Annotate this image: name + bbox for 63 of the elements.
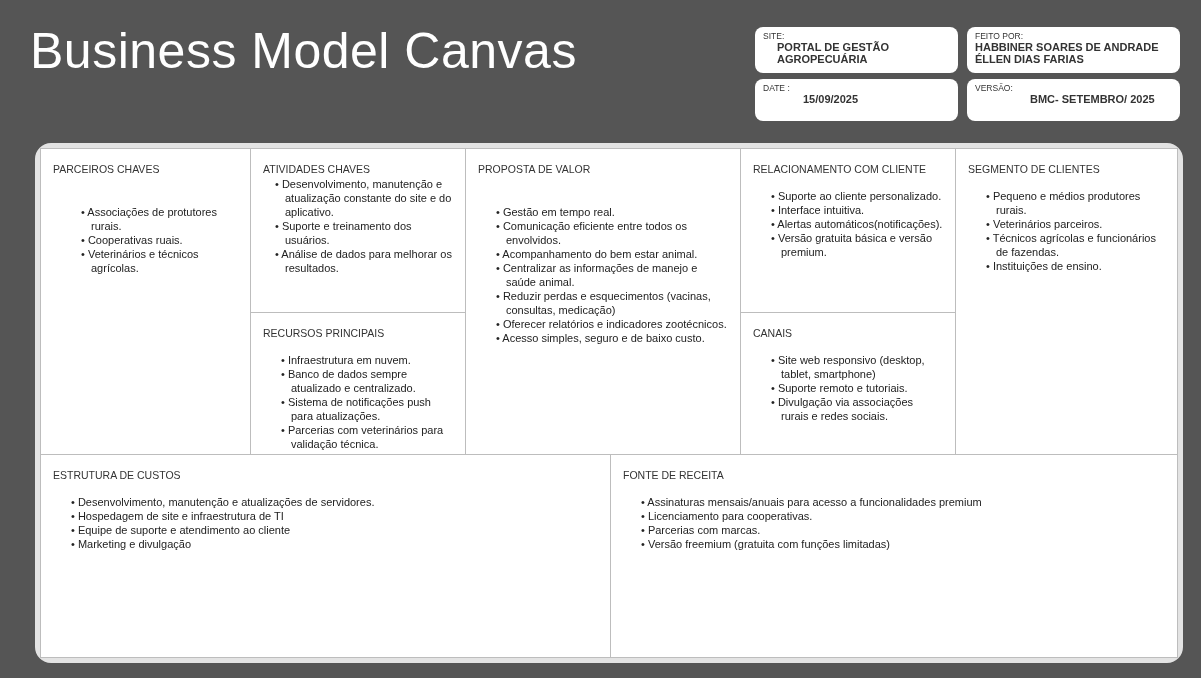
list-item: • Site web responsivo (desktop, tablet, smartphone) [771, 353, 926, 381]
info-card [967, 27, 1180, 73]
canvas-section [40, 148, 251, 455]
canvas-section [610, 454, 1178, 658]
info-card [967, 79, 1180, 121]
list-item: • Pequeno e médios produtores rurais. [986, 189, 1142, 217]
list-item: • Associações de protutores rurais. [81, 205, 218, 233]
list-item: • Parcerias com veterinários para validação técnica. [281, 423, 445, 451]
info-card [755, 27, 958, 73]
list-item: • Suporte remoto e tutoriais. [771, 381, 909, 395]
list-item: • Sistema de notificações push para atualizações. [281, 395, 432, 423]
list-item: • Versão freemium (gratuita com funções limitadas) [641, 537, 891, 551]
list-item: • Infraestrutura em nuvem. [281, 353, 412, 367]
list-item: • Interface intuitiva. [771, 203, 866, 217]
list-item: • Marketing e divulgação [71, 537, 193, 551]
list-item: • Assinaturas mensais/anuais para acesso a funcionalidades premium [641, 495, 983, 509]
list-item: • Instituições de ensino. [986, 259, 1103, 273]
list-item: • Oferecer relatórios e indicadores zootécnicos. [496, 317, 728, 331]
canvas-section [40, 454, 611, 658]
list-item: • Hospedagem de site e infraestrutura de TI [71, 509, 285, 523]
list-item: • Suporte ao cliente personalizado. [771, 189, 943, 203]
section-heading: ATIVIDADES CHAVES [263, 163, 370, 175]
list-item: • Análise de dados para melhorar os resultados. [275, 247, 453, 275]
field-label: DATE : [763, 83, 791, 93]
field-value: PORTAL DE GESTÃO AGROPECUÁRIA [776, 41, 891, 65]
list-item: • Equipe de suporte e atendimento ao cliente [71, 523, 292, 537]
list-item: • Técnicos agrícolas e funcionários de fazendas. [986, 231, 1157, 259]
list-item: • Veterinários parceiros. [986, 217, 1104, 231]
list-item: • Veterinários e técnicos agrícolas. [81, 247, 200, 275]
field-value: HABBINER SOARES DE ANDRADE [975, 41, 1160, 53]
list-item: • Versão gratuita básica e versão premium. [771, 231, 933, 259]
field-label: SITE: [763, 31, 786, 41]
list-item: • Comunicação eficiente entre todos os envolvidos. [496, 219, 688, 247]
list-item: • Banco de dados sempre atualizado e centralizado. [281, 367, 417, 395]
list-item: • Divulgação via associações rurais e redes sociais. [771, 395, 915, 423]
section-heading: RECURSOS PRINCIPAIS [263, 327, 385, 339]
section-heading: PROPOSTA DE VALOR [478, 163, 591, 175]
list-item: • Reduzir perdas e esquecimentos (vacinas, consultas, medicação) [496, 289, 712, 317]
list-item: • Acesso simples, seguro e de baixo custo. [496, 331, 706, 345]
field-value: BMC- SETEMBRO/ 2025 [1029, 93, 1156, 105]
field-value: 15/09/2025 [802, 93, 860, 105]
section-heading: CANAIS [753, 327, 793, 339]
section-heading: PARCEIROS CHAVES [53, 163, 160, 175]
field-value: ÉLLEN DIAS FARIAS [975, 53, 1085, 65]
list-item: • Suporte e treinamento dos usuários. [275, 219, 413, 247]
list-item: • Desenvolvimento, manutenção e atualizações de servidores. [71, 495, 376, 509]
section-heading: FONTE DE RECEITA [623, 469, 724, 481]
section-heading: ESTRUTURA DE CUSTOS [53, 469, 181, 481]
list-item: • Gestão em tempo real. [496, 205, 616, 219]
field-label: VERSÃO: [975, 83, 1014, 93]
section-heading: RELACIONAMENTO COM CLIENTE [753, 163, 927, 175]
title: Business Model Canvas [30, 22, 577, 80]
list-item: • Cooperativas ruais. [81, 233, 184, 247]
list-item: • Alertas automáticos(notificações). [771, 217, 943, 231]
canvas-section [955, 148, 1178, 455]
list-item: • Parcerias com marcas. [641, 523, 762, 537]
section-heading: SEGMENTO DE CLIENTES [968, 163, 1100, 175]
list-item: • Desenvolvimento, manutenção e atualização constante do site e do aplicativo. [275, 177, 453, 219]
list-item: • Licenciamento para cooperativas. [641, 509, 814, 523]
field-label: FEITO POR: [975, 31, 1025, 41]
info-card [755, 79, 958, 121]
list-item: • Centralizar as informações de manejo e saúde animal. [496, 261, 699, 289]
list-item: • Acompanhamento do bem estar animal. [496, 247, 699, 261]
